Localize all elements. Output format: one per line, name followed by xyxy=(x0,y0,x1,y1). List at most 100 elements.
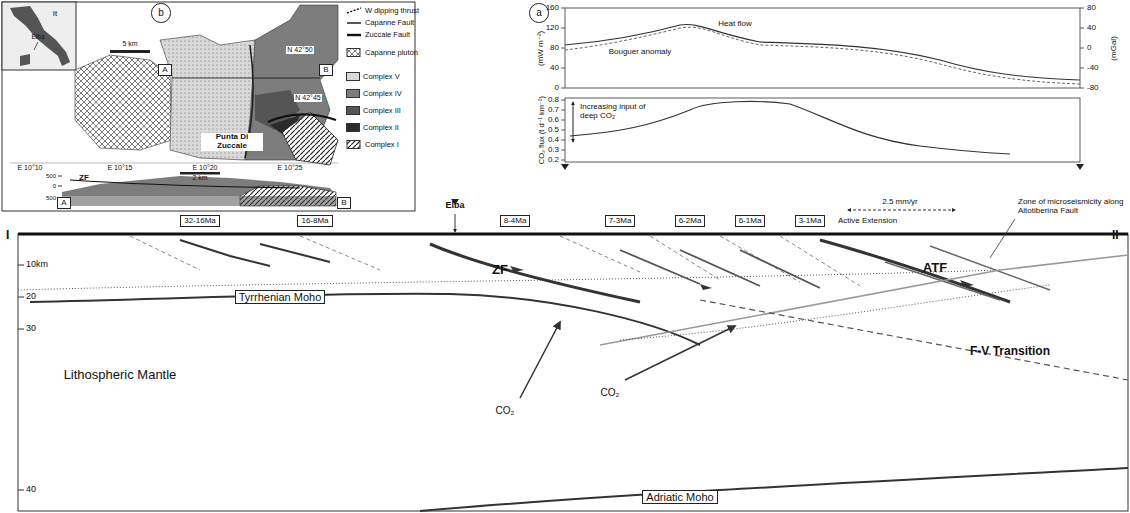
annotation-label: 0 xyxy=(1087,44,1091,53)
node-text: 3-1Ma xyxy=(799,216,822,225)
cross-section-shape xyxy=(620,285,1050,340)
label-box: 6-2Ma xyxy=(675,215,706,226)
cross-section xyxy=(18,210,1128,511)
legend-sample xyxy=(346,6,362,15)
legend-text: Capanne pluton xyxy=(365,48,418,57)
annotation-label: 40 xyxy=(26,485,36,495)
cross-section-shape xyxy=(30,294,700,345)
node-text: B xyxy=(323,65,328,74)
cross-section-shape xyxy=(420,468,1128,511)
node-text: a xyxy=(536,7,542,19)
map-panel-shape xyxy=(34,42,38,50)
node-text: 32-16Ma xyxy=(184,216,216,225)
annotation-label: 0.8 xyxy=(548,96,559,105)
cross-section-shape xyxy=(885,246,1050,300)
annotation-label: N 42°45 xyxy=(294,94,321,102)
annotation-label: -40 xyxy=(1087,64,1099,73)
annotation-label: II xyxy=(1112,229,1119,242)
annotation-label: ATF xyxy=(923,261,947,275)
annotation-label: E 10°20 xyxy=(193,164,218,172)
annotation-label: CO₂ xyxy=(601,387,620,398)
annotation-label: ZF xyxy=(79,174,89,183)
annotation-label: Increasing input of deep CO₂ xyxy=(580,103,652,121)
annotation-label: Bouguer anomaly xyxy=(609,48,672,57)
annotation-label: (mGal) xyxy=(1110,36,1119,60)
annotation-label: Elba xyxy=(445,201,464,211)
legend-swatch xyxy=(346,123,360,132)
graph-panel-shape xyxy=(573,102,574,142)
label-box: B xyxy=(337,197,350,208)
node-text: A xyxy=(61,198,66,207)
map-panel-shape xyxy=(75,55,172,150)
label-box: Adriatic Moho xyxy=(642,490,717,505)
map-panel-shape xyxy=(268,114,336,122)
legend-sample xyxy=(346,30,362,39)
annotation-label: It xyxy=(53,10,57,19)
cross-section-shape xyxy=(510,266,974,290)
map-panel-shape xyxy=(110,50,150,53)
legend-text: Complex II xyxy=(363,123,399,132)
map-panel-shape xyxy=(58,176,62,177)
legend-swatch xyxy=(346,89,360,98)
node-text: b xyxy=(158,7,164,19)
annotation-label: 120 xyxy=(546,24,559,33)
annotation-label: 0.7 xyxy=(548,106,559,115)
cross-section-shape xyxy=(18,233,1128,236)
label-box: A xyxy=(158,64,171,75)
node-text: Adriatic Moho xyxy=(646,491,713,504)
legend-line xyxy=(347,8,361,13)
label-box: A xyxy=(57,197,70,208)
node-text: B xyxy=(341,198,346,207)
legend-swatch xyxy=(346,72,360,81)
node-text: 6-1Ma xyxy=(739,216,762,225)
annotation-label: I xyxy=(6,229,9,242)
annotation-label: F-V Transition xyxy=(970,345,1050,358)
label-box: 6-1Ma xyxy=(735,215,766,226)
legend-text: Capanne Fault xyxy=(365,18,414,27)
annotation-label: N 42°50 xyxy=(286,46,313,54)
panel-letter-circle: b xyxy=(151,3,171,23)
cross-section-shape xyxy=(620,250,820,288)
legend-text: Zuccale Fault xyxy=(365,30,410,39)
map-panel-shape xyxy=(10,6,70,66)
node-text: Tyrrhenian Moho xyxy=(239,291,322,304)
cross-section-shape xyxy=(18,234,1128,511)
map-panel-shape xyxy=(20,54,30,66)
annotation-label: 30 xyxy=(26,324,36,334)
annotation-label: 0.3 xyxy=(548,146,559,155)
label-box: 3-1Ma xyxy=(795,215,826,226)
cross-section-shape xyxy=(820,240,1010,302)
map-panel-shape xyxy=(62,196,336,206)
annotation-label: 500 xyxy=(46,173,56,180)
annotation-label: Zone of microseismicity along Altotiberi… xyxy=(1018,198,1126,216)
map-panel-shape xyxy=(2,2,415,211)
graph-panel-shape xyxy=(570,102,1010,154)
cross-section-shape xyxy=(600,255,1128,345)
node-text: 7-3Ma xyxy=(609,216,632,225)
cross-section-shape xyxy=(130,236,860,286)
annotation-label: ZF xyxy=(492,263,508,277)
annotation-label: 0.6 xyxy=(548,116,559,125)
node-text: 6-2Ma xyxy=(679,216,702,225)
graph-panel-shape xyxy=(561,8,1084,88)
annotation-label: E 10°15 xyxy=(108,164,133,172)
annotation-label: 20 xyxy=(26,292,36,302)
legend-sample xyxy=(346,140,362,149)
legend-row: Complex II xyxy=(346,123,399,132)
cross-section-shape xyxy=(18,270,1000,290)
annotation-label: CO₂ flux (t d⁻¹ km⁻²) xyxy=(538,96,546,164)
annotation-label: (mW m⁻²) xyxy=(538,30,547,65)
legend-text: Complex III xyxy=(363,106,401,115)
cross-section-shape xyxy=(700,300,1128,380)
label-box: 8-4Ma xyxy=(500,215,531,226)
annotation-label: 500 xyxy=(46,195,56,202)
cross-section-shape xyxy=(18,265,24,490)
graph-panel xyxy=(451,8,1084,205)
legend-row: Complex I xyxy=(346,140,399,149)
map-panel-shape xyxy=(58,186,62,187)
map-panel xyxy=(2,2,415,211)
annotation-label: 80 xyxy=(550,44,559,53)
legend-row: Complex IV xyxy=(346,89,402,98)
legend-sample xyxy=(346,48,362,57)
legend-row: Zuccale Fault xyxy=(346,30,410,39)
